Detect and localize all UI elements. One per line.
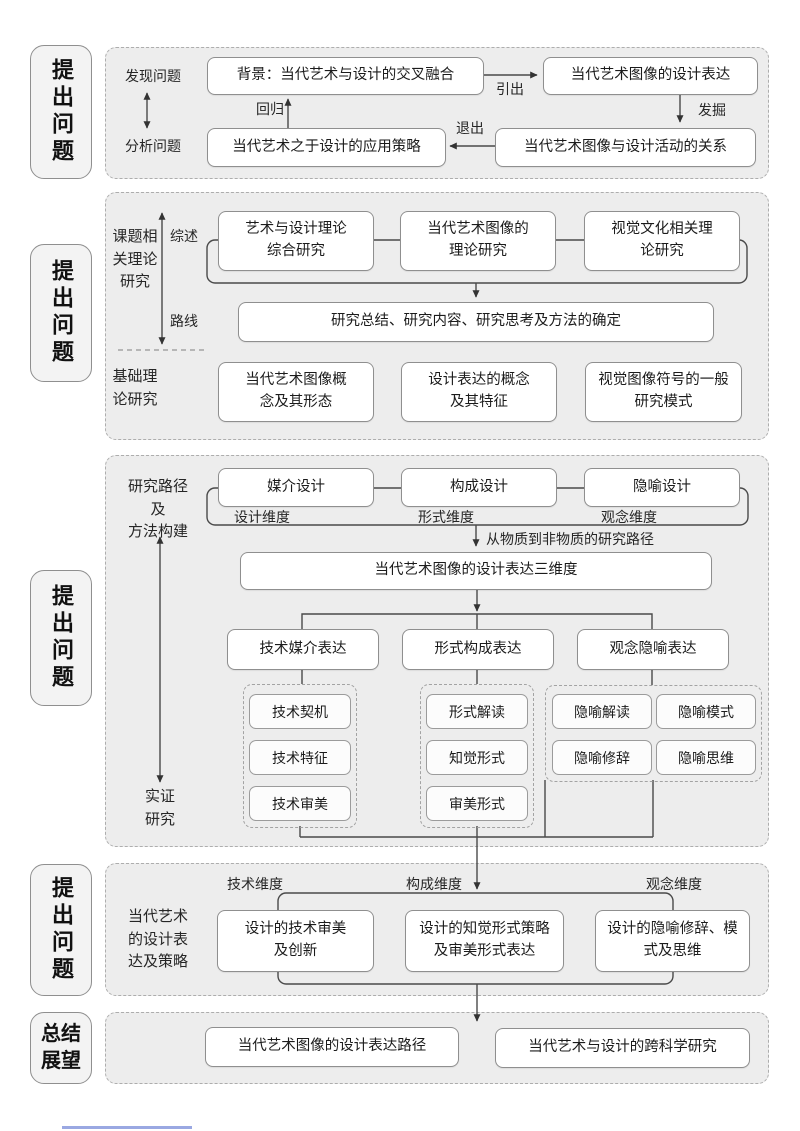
label-tech-dimension: 技术维度 [227, 876, 283, 892]
node-application-strategy: 当代艺术之于设计的应用策略 [207, 128, 446, 167]
node-metaphor-strategy: 设计的隐喻修辞、模 式及思维 [595, 910, 750, 972]
stage-label-2: 提出问题 [30, 244, 92, 382]
node-aesthetic-form: 审美形式 [426, 786, 528, 821]
label-expression-strategy: 当代艺术 的设计表 达及策略 [128, 908, 189, 970]
node-metaphor-interpretation: 隐喻解读 [552, 694, 652, 729]
node-interdisciplinary-research: 当代艺术与设计的跨科学研究 [495, 1028, 750, 1068]
node-expression-concept: 设计表达的概念 及其特征 [401, 362, 557, 422]
node-research-summary: 研究总结、研究内容、研究思考及方法的确定 [238, 302, 714, 342]
node-tech-aesthetic-innovation: 设计的技术审美 及创新 [217, 910, 374, 972]
node-three-dimensions: 当代艺术图像的设计表达三维度 [240, 552, 712, 590]
node-image-theory: 当代艺术图像的 理论研究 [400, 211, 556, 271]
node-background-fusion: 背景：当代艺术与设计的交叉融合 [207, 57, 484, 95]
page-edge-artifact [62, 1126, 192, 1129]
label-basic-theory-research: 基础理 论研究 [112, 368, 158, 408]
node-visual-culture-theory: 视觉文化相关理 论研究 [584, 211, 740, 271]
edge-label-exit: 退出 [456, 120, 484, 136]
node-metaphor-thinking: 隐喻思维 [656, 740, 756, 775]
label-analyze-problem: 分析问题 [125, 138, 181, 154]
label-route: 路线 [170, 313, 198, 329]
stage-label-5: 总结 展望 [30, 1012, 92, 1084]
node-form-interpretation: 形式解读 [426, 694, 528, 729]
label-compose-dimension: 构成维度 [406, 876, 462, 892]
node-metaphor-design: 隐喻设计 [584, 468, 740, 507]
node-expression-path: 当代艺术图像的设计表达路径 [205, 1027, 459, 1067]
node-form-composition-expression: 形式构成表达 [402, 629, 554, 670]
edge-label-lead: 引出 [496, 81, 524, 97]
label-related-theory-research: 课题相 关理论 研究 [112, 228, 158, 290]
label-form-dimension: 形式维度 [418, 509, 474, 525]
label-discover-problem: 发现问题 [125, 68, 181, 84]
node-concept-metaphor-expression: 观念隐喻表达 [577, 629, 729, 670]
edge-label-excavate: 发掘 [698, 102, 726, 118]
node-metaphor-mode: 隐喻模式 [656, 694, 756, 729]
node-tech-opportunity: 技术契机 [249, 694, 351, 729]
label-concept-dimension: 观念维度 [601, 509, 657, 525]
node-design-expression: 当代艺术图像的设计表达 [543, 57, 758, 95]
node-perceptual-strategy: 设计的知觉形式策略 及审美形式表达 [405, 910, 564, 972]
node-symbol-research-mode: 视觉图像符号的一般 研究模式 [585, 362, 742, 422]
node-metaphor-rhetoric: 隐喻修辞 [552, 740, 652, 775]
label-design-dimension: 设计维度 [234, 509, 290, 525]
edge-label-return: 回归 [256, 101, 284, 117]
node-media-design: 媒介设计 [218, 468, 374, 507]
node-art-design-theory: 艺术与设计理论 综合研究 [218, 211, 374, 271]
edge-label-material-route: 从物质到非物质的研究路径 [486, 531, 654, 547]
label-idea-dimension: 观念维度 [646, 876, 702, 892]
stage-label-3: 提出问题 [30, 570, 92, 706]
node-tech-feature: 技术特征 [249, 740, 351, 775]
node-composition-design: 构成设计 [401, 468, 557, 507]
node-image-design-relation: 当代艺术图像与设计活动的关系 [495, 128, 756, 167]
stage-label-1: 提出问题 [30, 45, 92, 179]
label-research-path-method: 研究路径 及 方法构建 [127, 478, 188, 540]
node-tech-media-expression: 技术媒介表达 [227, 629, 379, 670]
label-survey: 综述 [170, 228, 198, 244]
stage-label-4: 提出问题 [30, 864, 92, 996]
node-perceptual-form: 知觉形式 [426, 740, 528, 775]
node-tech-aesthetics: 技术审美 [249, 786, 351, 821]
node-image-concept-form: 当代艺术图像概 念及其形态 [218, 362, 374, 422]
label-empirical-research: 实证 研究 [144, 788, 175, 828]
